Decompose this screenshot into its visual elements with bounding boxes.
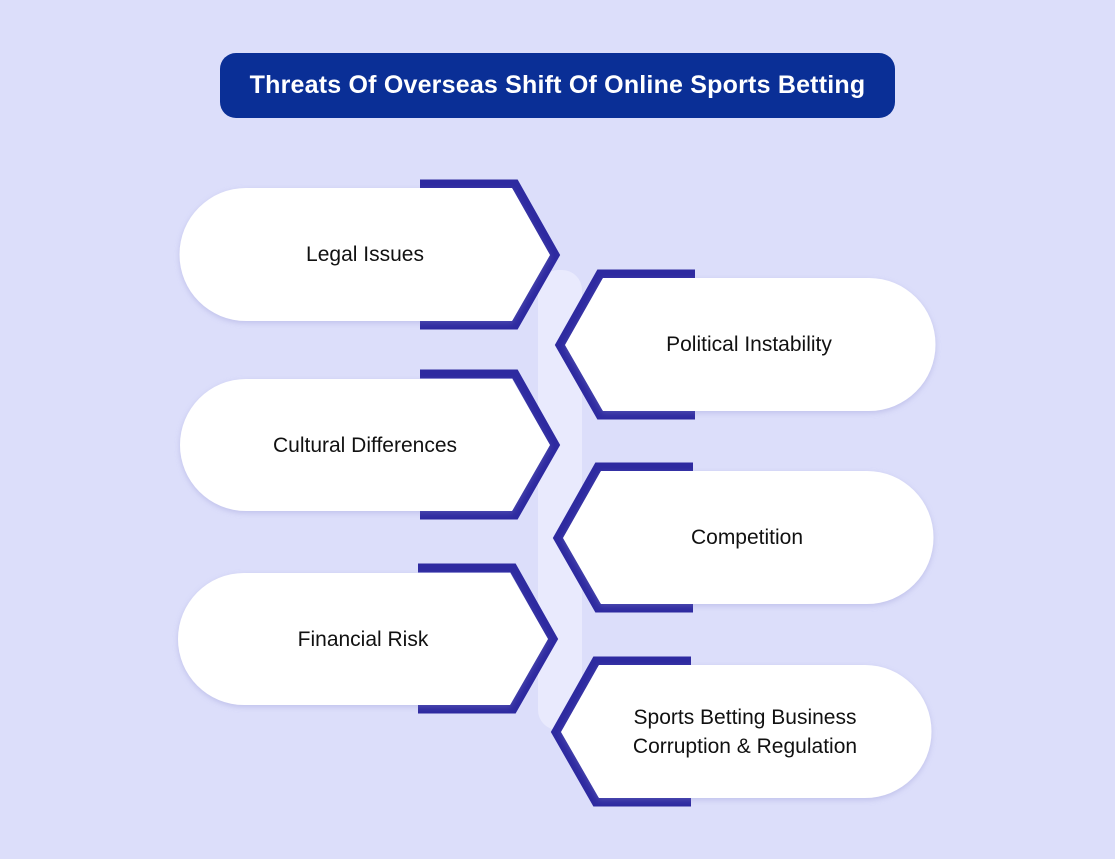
label-pill	[180, 379, 550, 511]
label-pill	[561, 665, 932, 798]
arrow-chevron	[554, 269, 695, 420]
arrow-chevron	[418, 563, 559, 714]
diagram-title: Threats Of Overseas Shift Of Online Spor…	[220, 53, 895, 118]
connector-segment	[538, 270, 582, 730]
threat-label-sports-betting-corruption: Sports Betting Business Corruption & Reg…	[632, 705, 858, 758]
threat-item-5	[178, 563, 559, 714]
arrow-chevron	[420, 369, 561, 520]
diagram-title-text: Threats Of Overseas Shift Of Online Spor…	[249, 71, 866, 99]
threat-label-cultural-differences: Cultural Differences	[272, 433, 458, 457]
label-pill	[179, 188, 551, 321]
threat-item-6	[550, 656, 932, 807]
label-pill	[178, 573, 548, 705]
threat-item-2	[554, 269, 936, 420]
threat-item-1	[179, 179, 561, 330]
label-pill	[563, 471, 934, 604]
threat-item-3	[180, 369, 561, 520]
threat-item-4	[552, 462, 934, 613]
label-pill	[565, 278, 936, 411]
connector-spine	[538, 270, 582, 730]
threat-label-financial-risk: Financial Risk	[297, 627, 429, 651]
arrow-chevron	[420, 179, 561, 330]
threat-label-legal-issues: Legal Issues	[306, 243, 424, 266]
arrow-chevron	[550, 656, 691, 807]
threat-label-political-instability: Political Instability	[666, 333, 832, 356]
threat-label-competition: Competition	[690, 526, 804, 549]
arrow-chevron	[552, 462, 693, 613]
